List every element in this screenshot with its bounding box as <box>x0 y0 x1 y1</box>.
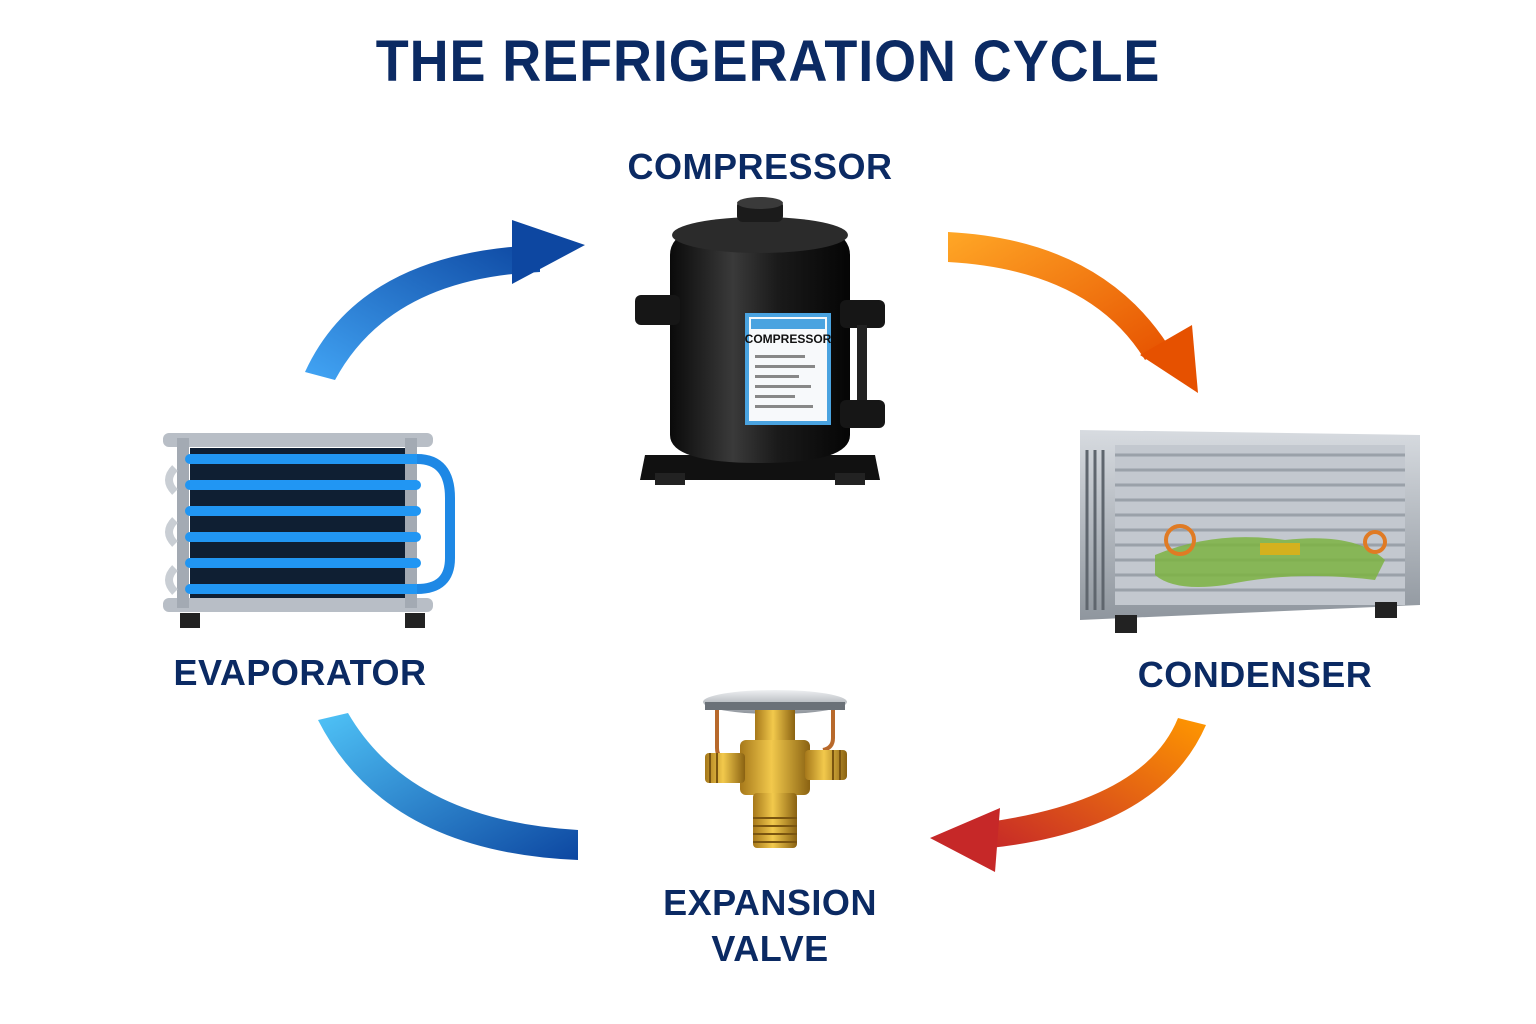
expansion-valve-label-line2: VALVE <box>711 928 829 969</box>
evaporator-icon <box>163 433 455 628</box>
arrow-expansion-to-evaporator <box>318 713 578 860</box>
condenser-label: CONDENSER <box>1137 654 1373 695</box>
compressor-icon: COMPRESSOR <box>635 197 885 485</box>
compressor-nameplate: COMPRESSOR <box>745 332 832 346</box>
arrow-evaporator-to-compressor <box>305 220 585 380</box>
arrow-condenser-to-expansion <box>930 718 1206 872</box>
arrow-compressor-to-condenser <box>948 232 1198 393</box>
expansion-valve-label-line1: EXPANSION <box>663 882 877 923</box>
compressor-label: COMPRESSOR <box>627 146 893 187</box>
page-title: THE REFRIGERATION CYCLE <box>375 29 1161 94</box>
expansion-valve-icon <box>703 690 847 848</box>
condenser-icon <box>1080 430 1420 633</box>
expansion-valve-label: EXPANSION VALVE <box>620 880 920 972</box>
evaporator-label: EVAPORATOR <box>173 652 427 693</box>
